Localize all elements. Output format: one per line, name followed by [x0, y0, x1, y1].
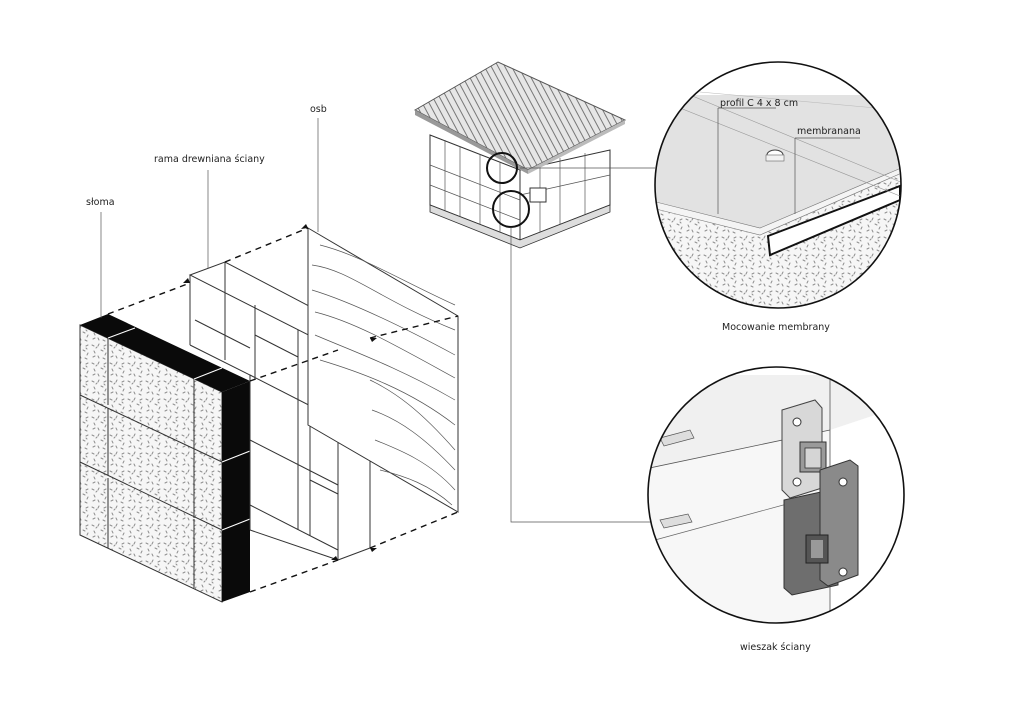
house-model — [413, 61, 627, 249]
label-osb: osb — [310, 104, 327, 115]
caption-membrane: Mocowanie membrany — [722, 322, 830, 333]
label-leaders — [100, 118, 319, 318]
straw-wall — [79, 314, 251, 603]
label-profile: profil C 4 x 8 cm — [720, 98, 798, 109]
assembly-lines — [107, 224, 459, 593]
label-straw: słoma — [86, 197, 115, 208]
detail-membrane — [654, 61, 902, 309]
osb-board — [307, 227, 459, 513]
detail-wall-hanger — [647, 366, 905, 624]
detail-connectors — [510, 167, 655, 523]
label-frame: rama drewniana ściany — [154, 154, 265, 165]
label-membrane: membranana — [797, 126, 861, 137]
caption-hanger: wieszak ściany — [740, 642, 811, 653]
